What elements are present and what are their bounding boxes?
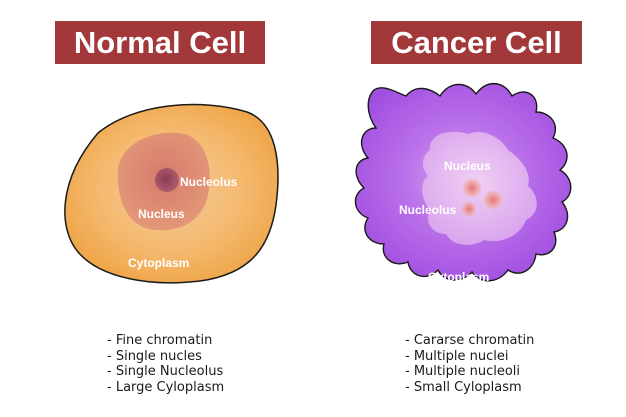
cancer-cell-title: Cancer Cell xyxy=(371,21,582,64)
list-item: Fine chromatin xyxy=(107,333,224,349)
normal-nucleus-label: Nucleus xyxy=(138,207,185,221)
cancer-nucleus-label: Nucleus xyxy=(444,159,491,173)
normal-nucleolus xyxy=(155,168,179,192)
normal-nucleolus-label: Nucleolus xyxy=(180,175,238,189)
normal-cytoplasm-label: Cytoplasm xyxy=(128,256,189,270)
cancer-nucleolus xyxy=(463,179,481,197)
cancer-cell-traits: Cararse chromatin Multiple nuclei Multip… xyxy=(405,333,535,396)
cancer-cell: Nucleus Nucleolus Cytoplasm xyxy=(354,83,572,284)
cancer-cytoplasm-label: Cytoplasm xyxy=(428,270,489,284)
list-item: Multiple nuclei xyxy=(405,349,534,365)
list-item: Cararse chromatin xyxy=(405,333,535,349)
list-item: Single Nucleolus xyxy=(107,364,224,380)
list-item: Single nucles xyxy=(107,349,224,365)
list-item: Small Cyloplasm xyxy=(405,380,534,396)
cancer-nucleolus xyxy=(484,191,502,209)
cancer-nucleolus xyxy=(462,202,476,216)
list-item: Multiple nucleoli xyxy=(405,364,534,380)
normal-cell: Nucleolus Nucleus Cytoplasm xyxy=(64,103,279,284)
normal-cell-traits: Fine chromatin Single nucles Single Nucl… xyxy=(107,333,224,395)
cancer-nucleolus-label: Nucleolus xyxy=(399,203,457,217)
list-item: Large Cyloplasm xyxy=(107,380,224,396)
normal-cell-title: Normal Cell xyxy=(55,21,265,64)
